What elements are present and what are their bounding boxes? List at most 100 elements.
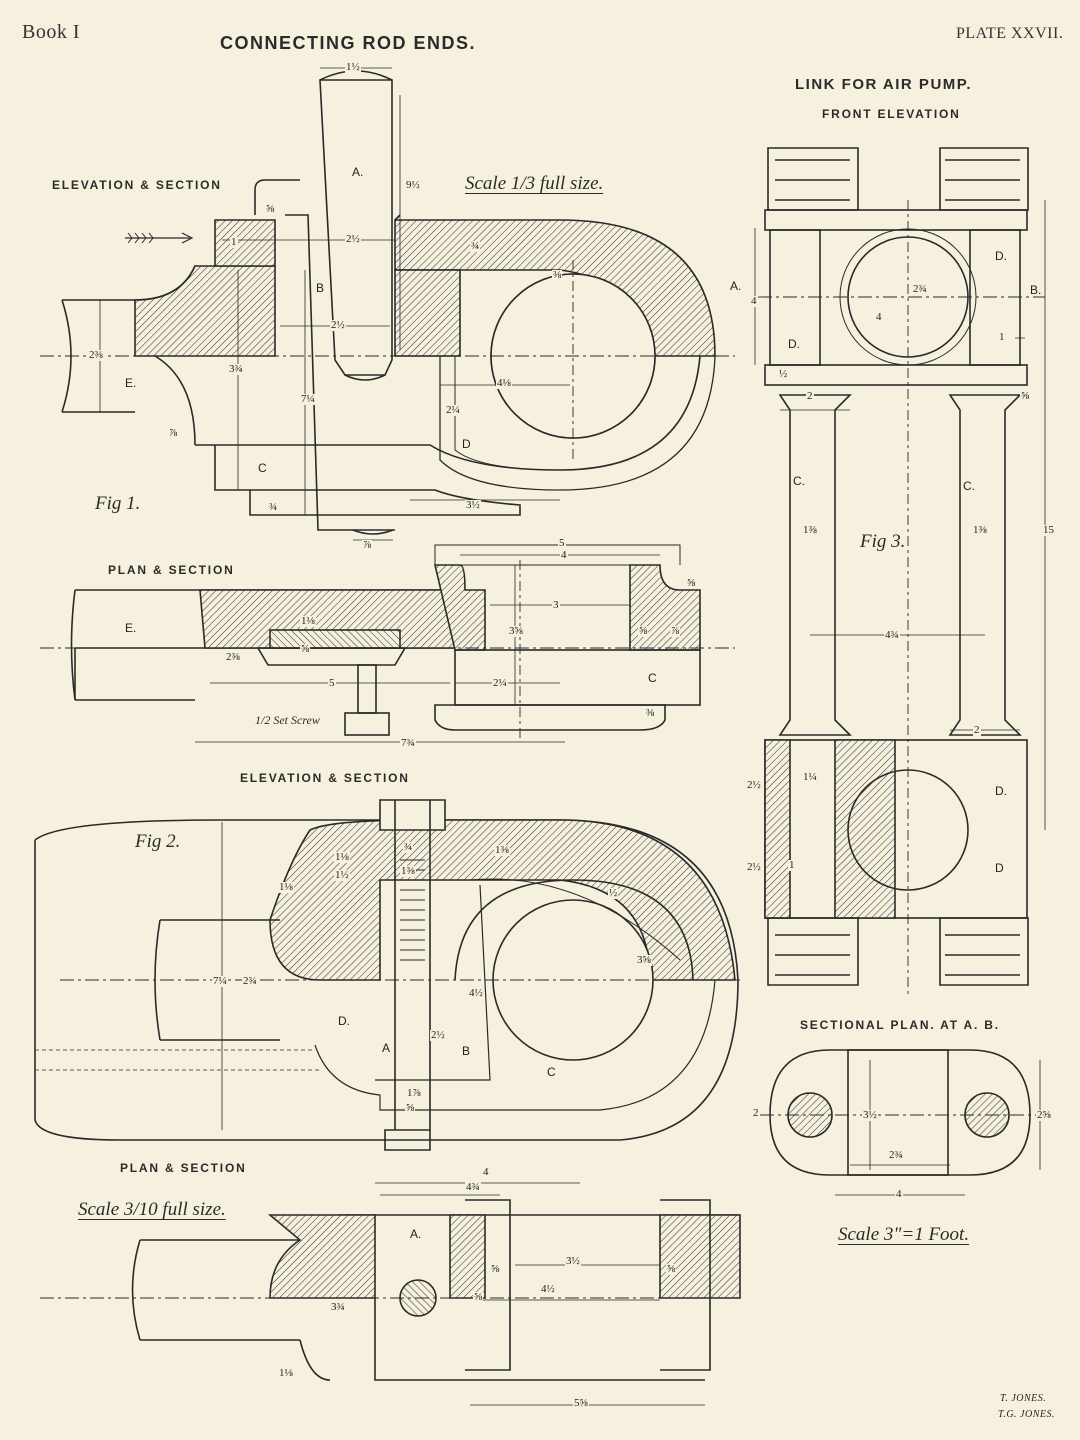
dim: 2: [806, 390, 814, 402]
dim: 1⅛: [300, 615, 316, 627]
fig1-elevation: [40, 70, 735, 535]
fig1-scale: Scale 1/3 full size.: [465, 173, 604, 194]
dim: 1½: [334, 869, 350, 881]
dim: ⅜: [552, 269, 563, 281]
dim: ⅝: [300, 643, 311, 655]
dim: 4: [750, 295, 758, 307]
dim: 3⅝: [636, 954, 652, 966]
dim: 1⅜: [802, 524, 818, 536]
dim: ⅝: [473, 1291, 484, 1303]
letter-d: D.: [995, 249, 1007, 263]
dim: 15: [1042, 524, 1055, 536]
dim: 9½: [405, 179, 421, 191]
dim: 3⅝: [508, 625, 524, 637]
dim: 5: [558, 537, 566, 549]
dim: ⅞: [362, 539, 373, 551]
letter-c-plan: C: [648, 671, 657, 685]
letter-d: D.: [995, 784, 1007, 798]
dim: 1⅜: [494, 844, 510, 856]
signature-line1: T. JONES.: [1000, 1393, 1047, 1404]
dim: ½: [608, 887, 619, 899]
dim: 3½: [565, 1255, 581, 1267]
dim: 2½: [345, 233, 361, 245]
dim: 3: [552, 599, 560, 611]
letter-c: C: [547, 1065, 556, 1079]
dim: 1½: [345, 61, 361, 73]
fig1-elevation-heading: ELEVATION & SECTION: [52, 178, 222, 192]
dim: 4: [895, 1188, 903, 1200]
fig1-label: Fig 1.: [95, 493, 141, 514]
fig3-scale: Scale 3"=1 Foot.: [838, 1224, 970, 1245]
dim: 1: [230, 236, 238, 248]
fig2-scale: Scale 3/10 full size.: [78, 1199, 226, 1220]
letter-b: B.: [1030, 283, 1042, 297]
dim: 5⅝: [573, 1397, 589, 1409]
letter-d: D.: [788, 337, 800, 351]
letter-d: D.: [338, 1014, 350, 1028]
letter-e: E.: [125, 376, 137, 390]
book-label: Book I: [22, 21, 80, 43]
dim: 2½: [330, 319, 346, 331]
dim: 2⅝: [1036, 1109, 1052, 1121]
signature-line2: T.G. JONES.: [998, 1409, 1055, 1420]
dim: 1¼: [802, 771, 818, 783]
dim: ⅝: [686, 577, 697, 589]
dim: 1⅞: [406, 1087, 422, 1099]
dim: ¾: [470, 240, 481, 252]
dim: 1⅛: [278, 881, 294, 893]
fig3-label: Fig 3.: [860, 531, 906, 552]
letter-d: D: [462, 437, 471, 451]
dim: 2½: [746, 779, 762, 791]
dim: 1⅛: [334, 851, 350, 863]
dim: 1: [998, 331, 1006, 343]
dim: 4¾: [465, 1181, 481, 1193]
dim: 2½: [746, 861, 762, 873]
dim: 2: [752, 1107, 760, 1119]
dim: 4: [482, 1166, 490, 1178]
fig3-sectional-plan: [760, 1049, 1040, 1176]
dim: 3½: [862, 1109, 878, 1121]
fig3-sectional-heading: SECTIONAL PLAN. AT A. B.: [800, 1018, 1000, 1032]
dim: 1⅜: [400, 865, 416, 877]
dim: 2⅜: [225, 651, 241, 663]
dim: ¾: [403, 841, 414, 853]
dim: ⅝: [265, 203, 276, 215]
fig2-elevation-heading: ELEVATION & SECTION: [240, 771, 410, 785]
dim: 4¾: [884, 629, 900, 641]
letter-c: C.: [793, 474, 805, 488]
letter-a-plan: A.: [410, 1227, 422, 1241]
dim: 7¼: [300, 393, 316, 405]
dim: 2¾: [242, 975, 258, 987]
dim: 2: [973, 724, 981, 736]
page-title: CONNECTING ROD ENDS.: [220, 33, 477, 53]
letter-e-plan: E.: [125, 621, 137, 635]
dim: 2¾: [888, 1149, 904, 1161]
letter-a: A.: [352, 165, 364, 179]
dim: ⅝: [1020, 390, 1031, 402]
dim: ⅞: [168, 427, 179, 439]
dim: 4: [875, 311, 883, 323]
letter-a: A: [382, 1041, 391, 1055]
dim: ⅝: [490, 1263, 501, 1275]
set-screw-label: 1/2 Set Screw: [255, 713, 320, 727]
letter-b: B: [462, 1044, 471, 1058]
dim: ⅝: [405, 1102, 416, 1114]
dim: 2⅜: [88, 349, 104, 361]
dim: 3¾: [228, 363, 244, 375]
dim: 4⅛: [496, 377, 512, 389]
dim: 5: [328, 677, 336, 689]
dim: 1: [788, 859, 796, 871]
link-title: LINK FOR AIR PUMP.: [795, 76, 973, 93]
dim: ¾: [268, 501, 279, 513]
dim: ⅝: [638, 625, 649, 637]
letter-c: C: [258, 461, 267, 475]
dim: 2¼: [492, 677, 508, 689]
dim: 3¾: [330, 1301, 346, 1313]
dim: 1⅛: [278, 1367, 294, 1379]
fig3-front-heading: FRONT ELEVATION: [822, 107, 961, 121]
fig2-label: Fig 2.: [135, 831, 181, 852]
dim: 2½: [430, 1029, 446, 1041]
dim: 2¼: [445, 404, 461, 416]
fig2-plan-heading: PLAN & SECTION: [120, 1161, 247, 1175]
